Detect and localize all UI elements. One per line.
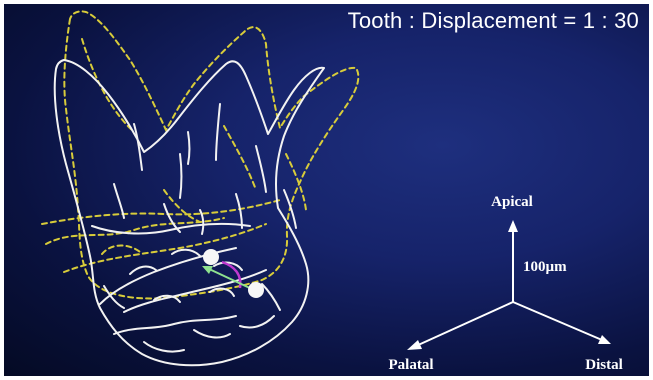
reference-point-lower bbox=[248, 282, 264, 298]
figure-panel: Tooth : Displacement = 1 : 30 bbox=[4, 4, 649, 376]
original-tooth-outline bbox=[55, 60, 324, 365]
reference-point-upper bbox=[203, 249, 219, 265]
palatal-axis-line bbox=[416, 302, 513, 346]
apical-label: Apical bbox=[491, 194, 533, 210]
orientation-axes bbox=[407, 220, 611, 350]
scale-bar-label: 100µm bbox=[523, 259, 567, 275]
tooth-diagram: Apical 100µm Palatal Distal bbox=[4, 4, 649, 376]
palatal-arrowhead bbox=[407, 340, 422, 350]
palatal-label: Palatal bbox=[389, 357, 434, 373]
distal-axis-line bbox=[513, 302, 602, 340]
distal-label: Distal bbox=[585, 357, 623, 373]
apical-arrowhead bbox=[508, 220, 518, 232]
